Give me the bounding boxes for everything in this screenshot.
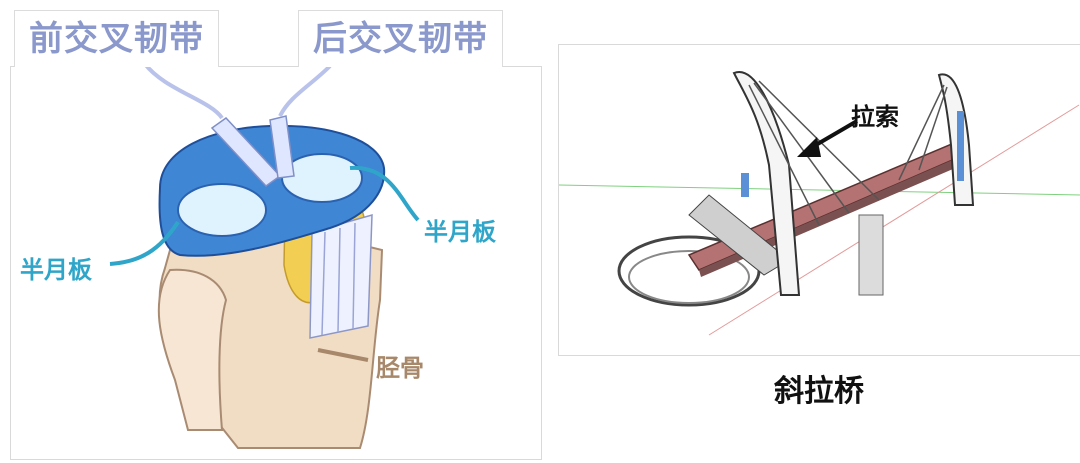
tibia-label: 胫骨 <box>376 354 424 382</box>
tower-near-accent <box>741 173 749 197</box>
meniscus-right-inner <box>281 153 363 203</box>
acl-label: 前交叉韧带 <box>14 10 219 67</box>
pcl-ligament <box>269 115 295 179</box>
acl-leader <box>143 62 224 120</box>
meniscus-left-inner <box>177 183 267 237</box>
bridge-illustration <box>559 70 1080 336</box>
stair <box>688 194 790 276</box>
meniscus-right-leader <box>349 165 420 222</box>
meniscus-label-right: 半月板 <box>424 218 496 246</box>
patellar-tendon <box>309 213 373 339</box>
meniscus-label-left: 半月板 <box>20 256 92 284</box>
tower-far-accent <box>957 111 964 181</box>
bridge-caption: 斜拉桥 <box>774 374 864 409</box>
cable-label: 拉索 <box>851 103 899 131</box>
meniscus-left-leader <box>109 220 180 266</box>
tower-near <box>732 70 801 296</box>
bridge-diagram-panel: 拉索 <box>558 44 1080 356</box>
pcl-label: 后交叉韧带 <box>298 10 503 67</box>
pcl-leader <box>278 64 332 117</box>
fibula-bone <box>157 268 228 431</box>
tower-far <box>937 73 975 206</box>
bridge-deck <box>687 142 966 271</box>
tibia-leader <box>317 348 369 362</box>
pier <box>858 214 884 296</box>
